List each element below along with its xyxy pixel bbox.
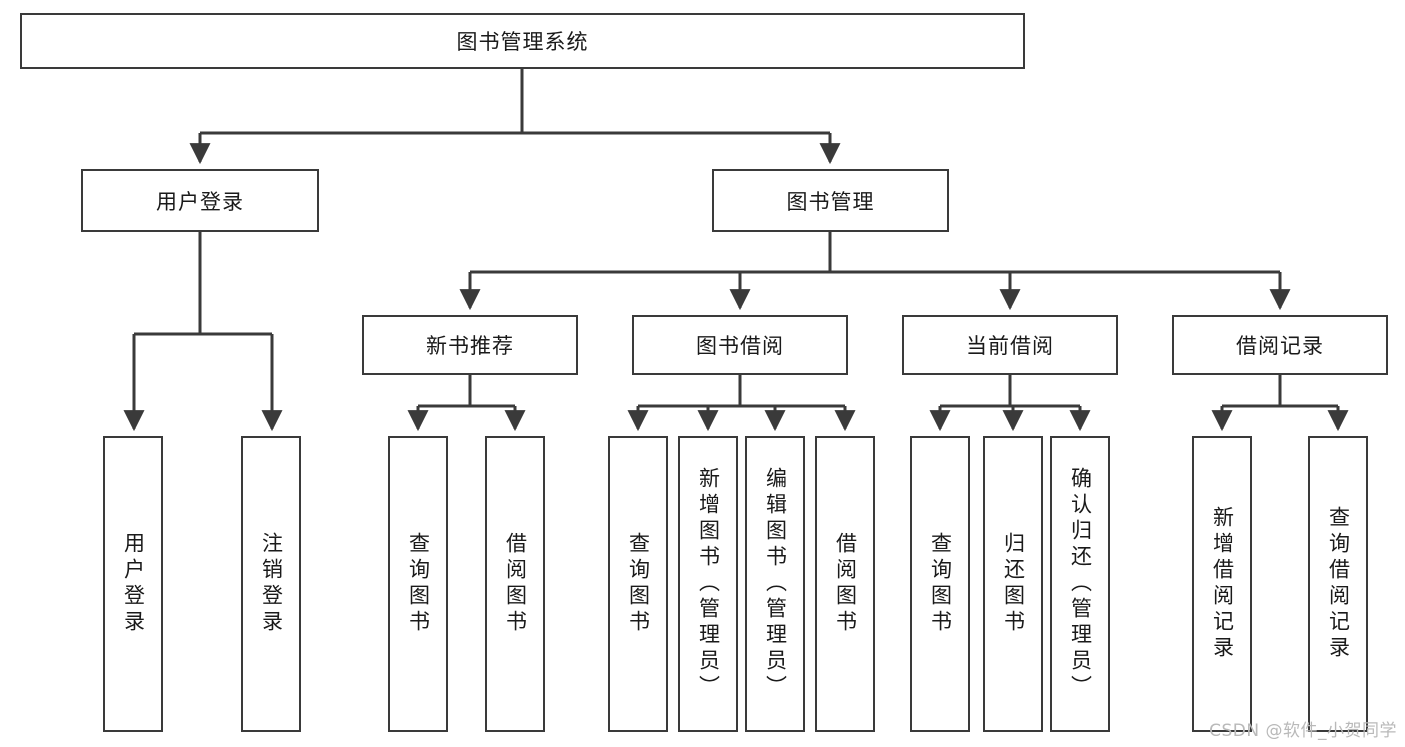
node-leaf-query-book-1[interactable]: 查询图书 xyxy=(388,436,448,732)
node-new-book-recommend-label: 新书推荐 xyxy=(426,334,514,358)
node-user-login[interactable]: 用户登录 xyxy=(81,169,319,232)
node-leaf-edit-book[interactable]: 编辑图书（管理员） xyxy=(745,436,805,732)
watermark: CSDN @软件_小贺同学 xyxy=(1209,721,1397,741)
node-user-login-label: 用户登录 xyxy=(156,189,244,214)
node-leaf-confirm-return-label: 确认归还（管理员） xyxy=(1068,467,1093,701)
node-leaf-query-book-2-label: 查询图书 xyxy=(626,532,651,636)
node-leaf-user-logout-label: 注销登录 xyxy=(259,532,284,636)
node-leaf-query-book-2[interactable]: 查询图书 xyxy=(608,436,668,732)
node-book-manage-label: 图书管理 xyxy=(786,189,875,214)
node-root[interactable]: 图书管理系统 xyxy=(20,13,1025,69)
node-new-book-recommend[interactable]: 新书推荐 xyxy=(362,315,578,375)
node-leaf-borrow-book-1[interactable]: 借阅图书 xyxy=(485,436,545,732)
node-current-borrow[interactable]: 当前借阅 xyxy=(902,315,1118,375)
node-leaf-query-record[interactable]: 查询借阅记录 xyxy=(1308,436,1368,732)
node-root-label: 图书管理系统 xyxy=(456,30,589,54)
node-leaf-query-book-3[interactable]: 查询图书 xyxy=(910,436,970,732)
node-leaf-query-record-label: 查询借阅记录 xyxy=(1326,506,1351,662)
node-leaf-borrow-book-2[interactable]: 借阅图书 xyxy=(815,436,875,732)
node-leaf-return-book[interactable]: 归还图书 xyxy=(983,436,1043,732)
node-book-borrow[interactable]: 图书借阅 xyxy=(632,315,848,375)
node-book-manage[interactable]: 图书管理 xyxy=(712,169,949,232)
node-leaf-confirm-return[interactable]: 确认归还（管理员） xyxy=(1050,436,1110,732)
node-book-borrow-label: 图书借阅 xyxy=(696,334,784,358)
node-leaf-query-book-3-label: 查询图书 xyxy=(928,532,953,636)
node-leaf-borrow-book-2-label: 借阅图书 xyxy=(833,532,858,636)
node-leaf-add-record[interactable]: 新增借阅记录 xyxy=(1192,436,1252,732)
node-leaf-user-login-label: 用户登录 xyxy=(121,532,146,636)
node-leaf-edit-book-label: 编辑图书（管理员） xyxy=(763,467,788,701)
node-leaf-user-logout[interactable]: 注销登录 xyxy=(241,436,301,732)
node-leaf-user-login[interactable]: 用户登录 xyxy=(103,436,163,732)
node-leaf-return-book-label: 归还图书 xyxy=(1001,532,1026,636)
node-borrow-record[interactable]: 借阅记录 xyxy=(1172,315,1388,375)
node-borrow-record-label: 借阅记录 xyxy=(1236,334,1324,358)
node-current-borrow-label: 当前借阅 xyxy=(966,334,1054,358)
node-leaf-add-book[interactable]: 新增图书（管理员） xyxy=(678,436,738,732)
node-leaf-query-book-1-label: 查询图书 xyxy=(406,532,431,636)
node-leaf-add-book-label: 新增图书（管理员） xyxy=(696,467,721,701)
node-leaf-add-record-label: 新增借阅记录 xyxy=(1210,506,1235,662)
node-leaf-borrow-book-1-label: 借阅图书 xyxy=(503,532,528,636)
